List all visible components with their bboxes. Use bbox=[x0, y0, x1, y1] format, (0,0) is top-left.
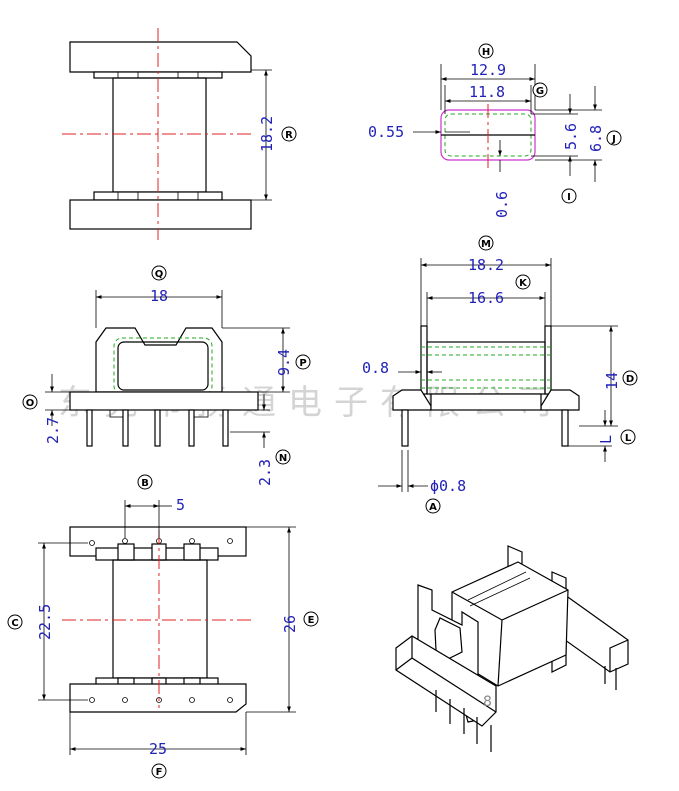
dim-width-label: 25 bbox=[149, 740, 167, 758]
dim-pin-span-label: 22.5 bbox=[36, 604, 54, 640]
svg-text:D: D bbox=[626, 374, 634, 385]
callout-n: N bbox=[275, 449, 291, 465]
callout-o: O bbox=[22, 394, 38, 410]
view-side-right: 18.2 M 16.6 K 0.8 14 D L bbox=[362, 235, 638, 514]
dim-base-height-label: 2.7 bbox=[44, 417, 62, 444]
dim-outer-width-label: 12.9 bbox=[470, 61, 506, 79]
svg-text:C: C bbox=[11, 618, 18, 629]
svg-text:G: G bbox=[536, 86, 544, 97]
callout-l: L bbox=[620, 429, 636, 445]
dim-overall-width-label: 18.2 bbox=[468, 256, 504, 274]
dim-window-height-label: 9.4 bbox=[275, 349, 293, 376]
dim-inner-height-label: 5.6 bbox=[562, 123, 580, 150]
callout-b: B bbox=[137, 474, 153, 490]
callout-d: D bbox=[622, 370, 638, 386]
dim-bottom-wall-label: 0.6 bbox=[493, 191, 511, 218]
dim-pin-length-label: L bbox=[597, 435, 615, 444]
svg-text:P: P bbox=[299, 358, 306, 369]
svg-text:O: O bbox=[26, 398, 35, 409]
svg-text:K: K bbox=[519, 278, 528, 289]
dim-flange-thickness-label: 0.8 bbox=[362, 359, 389, 377]
dim-depth-label: 26 bbox=[281, 615, 299, 633]
view-window-section: 12.9 H 11.8 G 0.55 5.6 6.8 J bbox=[368, 43, 622, 218]
svg-text:H: H bbox=[482, 47, 490, 58]
dim-pin-diameter-label: ϕ0.8 bbox=[430, 477, 466, 495]
dim-outer-height-label: 6.8 bbox=[587, 125, 605, 152]
dim-flange-width-label: 18 bbox=[150, 287, 168, 305]
svg-text:I: I bbox=[567, 192, 571, 203]
part-number-label: 8 bbox=[483, 694, 492, 710]
front-pins bbox=[86, 409, 229, 447]
svg-text:J: J bbox=[611, 134, 616, 145]
svg-text:B: B bbox=[141, 478, 149, 489]
dim-height-label: 14 bbox=[603, 372, 621, 390]
svg-text:E: E bbox=[308, 615, 315, 626]
callout-a: A bbox=[425, 498, 441, 514]
svg-text:L: L bbox=[625, 433, 632, 444]
iso-pins bbox=[435, 690, 492, 752]
dim-wall-label: 0.55 bbox=[368, 123, 404, 141]
dim-pin-length-label: 2.3 bbox=[256, 459, 274, 486]
view-front: 18 Q 9.4 P 2.7 O 2.3 N bbox=[22, 265, 311, 486]
svg-text:Q: Q bbox=[155, 269, 164, 280]
dim-height-label: 18.2 bbox=[258, 116, 276, 152]
callout-p: P bbox=[295, 354, 311, 370]
dim-pin-pitch-label: 5 bbox=[176, 496, 185, 514]
view-bottom: 5 B 22.5 C 26 E 25 F bbox=[7, 474, 319, 779]
callout-k: K bbox=[515, 274, 531, 290]
callout-e: E bbox=[303, 611, 319, 627]
view-isometric: 8 bbox=[395, 545, 629, 752]
dim-inner-width-label: 16.6 bbox=[468, 289, 504, 307]
callout-f: F bbox=[151, 763, 167, 779]
svg-text:A: A bbox=[429, 502, 437, 513]
dim-inner-width-label: 11.8 bbox=[469, 83, 505, 101]
callout-q: Q bbox=[151, 265, 167, 281]
callout-g: G bbox=[532, 82, 548, 98]
svg-text:F: F bbox=[156, 767, 163, 778]
view-side-top: 18.2 R bbox=[62, 28, 297, 240]
callout-m: M bbox=[478, 235, 494, 251]
callout-i: I bbox=[561, 188, 577, 204]
callout-j: J bbox=[606, 130, 622, 146]
svg-text:R: R bbox=[285, 130, 293, 141]
callout-r: R bbox=[281, 126, 297, 142]
callout-h: H bbox=[478, 43, 494, 59]
pin-holes-bottom bbox=[89, 697, 233, 703]
callout-c: C bbox=[7, 614, 23, 630]
svg-text:N: N bbox=[279, 453, 287, 464]
svg-text:M: M bbox=[481, 239, 491, 250]
